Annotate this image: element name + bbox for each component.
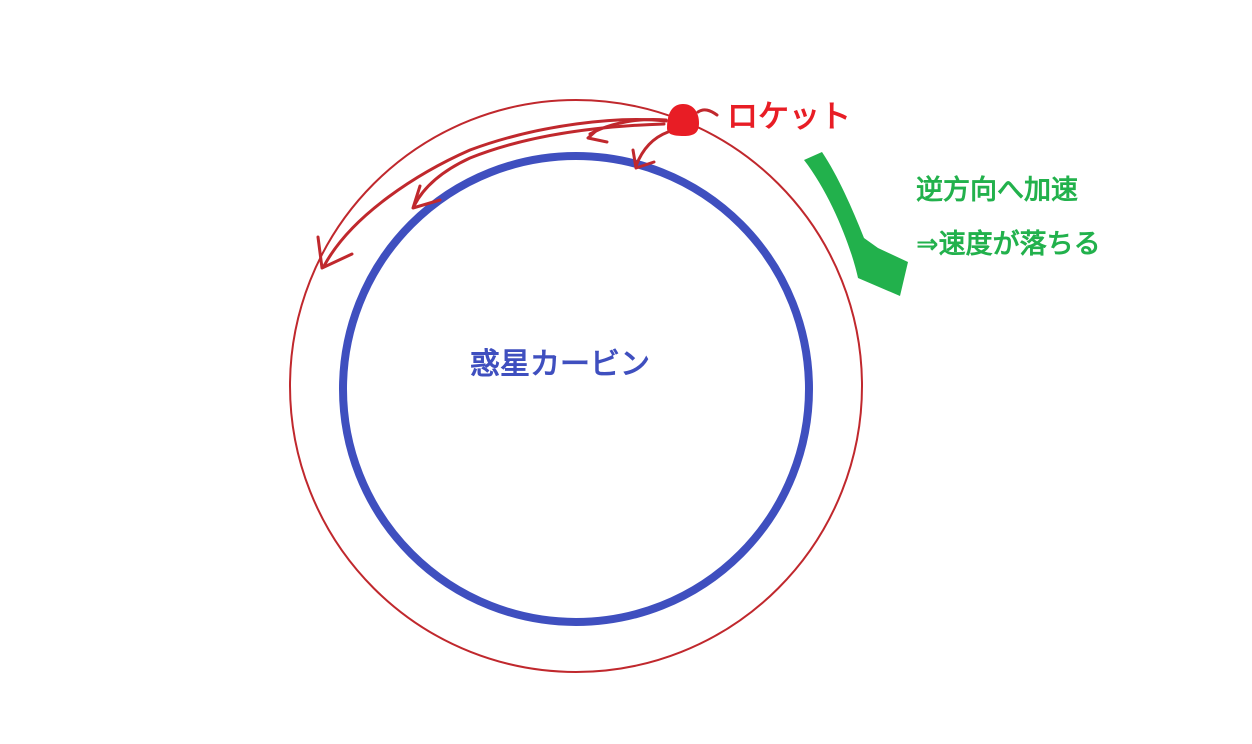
trajectory-arrow-4-head [631, 148, 656, 170]
rocket-marker [667, 104, 699, 136]
rocket-label-connector [696, 108, 719, 117]
burn-note-line-2: ⇒速度が落ちる [916, 229, 1101, 260]
trajectory-arrow-4 [634, 130, 670, 168]
trajectory-arrow-1-head [316, 235, 354, 270]
trajectory-arrow-2-head [411, 184, 442, 210]
planet-label: 惑星カービン [470, 347, 650, 382]
planet-circle [339, 152, 813, 626]
rocket-label: ロケット [727, 99, 851, 135]
retrograde-arrow-icon [804, 152, 908, 296]
trajectory-arrow-3-head [586, 128, 609, 144]
trajectory-arrow-1 [322, 118, 668, 268]
trajectory-arrow-2 [412, 122, 666, 208]
orbit-circle [289, 99, 863, 673]
burn-note-line-1: 逆方向へ加速 [916, 175, 1078, 206]
trajectory-arrows [316, 118, 670, 270]
